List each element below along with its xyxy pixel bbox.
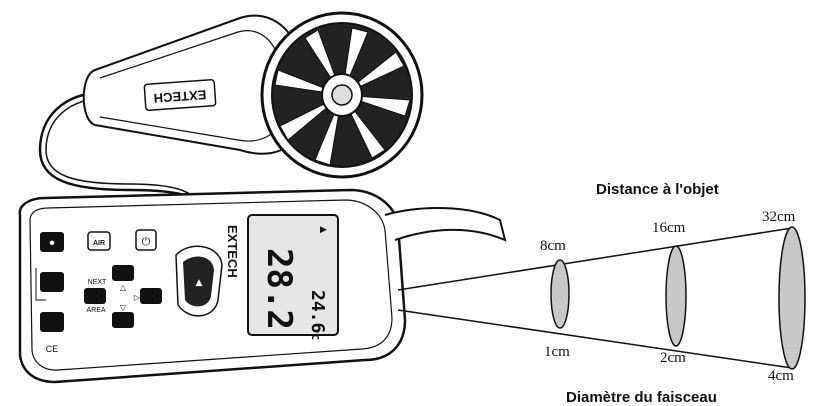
diameter-label-1cm: 1cm <box>544 344 570 360</box>
distance-label-16cm: 16cm <box>652 220 686 236</box>
beam-spot-16cm <box>665 245 687 347</box>
area-label: AREA <box>86 307 105 314</box>
vane-probe: EXTECH <box>82 14 301 155</box>
vane-wheel <box>260 11 424 179</box>
beam-lower-edge <box>397 309 793 369</box>
distance-title: Distance à l'objet <box>596 181 719 198</box>
max-min-button[interactable] <box>40 272 64 292</box>
diameter-label-2cm: 2cm <box>660 350 686 366</box>
diameter-label-4cm: 4cm <box>768 368 794 384</box>
lcd-main-reading: 28.2 <box>259 248 299 330</box>
laser-warning-icon: ▲ <box>196 278 203 288</box>
hold-button[interactable] <box>40 312 64 332</box>
backlight-button[interactable] <box>40 232 64 252</box>
arrow-down-icon: ▽ <box>120 303 127 312</box>
distance-label-32cm: 32cm <box>762 209 796 225</box>
air-button-label: AIR <box>93 240 105 247</box>
beam-spot-32cm <box>778 226 806 370</box>
lcd-display: ▶ 28.2 24.6 °C <box>247 214 339 340</box>
up-button[interactable] <box>112 265 134 281</box>
power-button[interactable] <box>135 229 157 251</box>
arrow-right-icon: ▷ <box>134 293 141 302</box>
left-button[interactable] <box>84 288 106 304</box>
ce-mark: CE <box>46 344 59 354</box>
direction-pad: △ ▷ ▽ NEXT AREA <box>84 265 162 328</box>
lcd-temp-unit: °C <box>309 328 320 340</box>
power-icon: ⏻ <box>142 235 151 248</box>
next-label: NEXT <box>88 279 107 286</box>
meter-brand-logo: EXTECH <box>225 225 240 278</box>
diameter-title: Diamètre du faisceau <box>566 389 717 406</box>
down-button[interactable] <box>112 312 134 328</box>
left-buttons: ✺ CE <box>35 232 64 354</box>
probe-brand-logo: EXTECH <box>153 87 207 106</box>
beam-upper-edge <box>397 227 793 291</box>
right-button[interactable] <box>140 288 162 304</box>
svg-text:✺: ✺ <box>49 240 54 247</box>
lcd-temp-reading: 24.6 <box>307 290 328 333</box>
laser-indicator-icon: ▶ <box>320 225 327 235</box>
beam-spot-8cm <box>550 259 570 329</box>
arrow-up-icon: △ <box>120 283 127 292</box>
distance-label-8cm: 8cm <box>540 238 566 254</box>
air-button[interactable] <box>87 231 111 251</box>
laser-button[interactable]: ▲ <box>175 245 223 317</box>
